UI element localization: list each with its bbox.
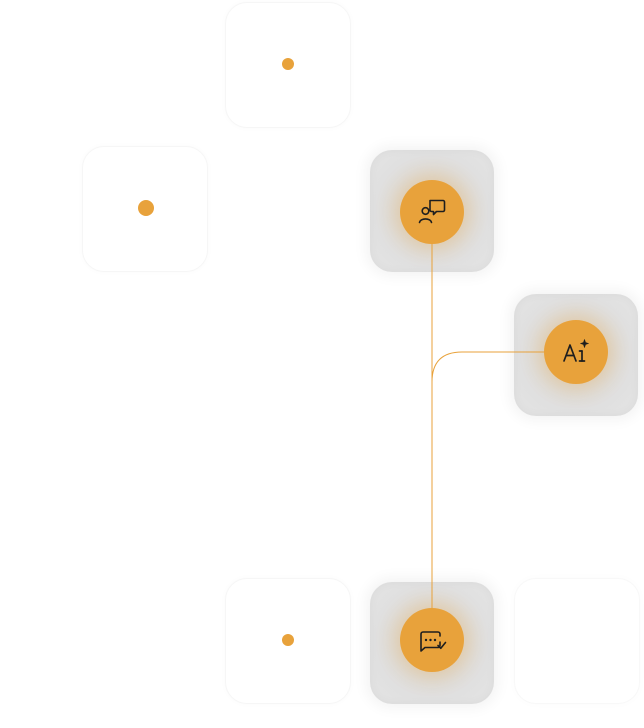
placeholder-dot-top (282, 58, 294, 70)
placeholder-tile-bottom-right (514, 578, 640, 704)
node-message-approved[interactable] (400, 608, 464, 672)
placeholder-dot-left (138, 200, 154, 216)
placeholder-dot-bottom (282, 634, 294, 646)
message-check-icon (420, 631, 447, 652)
node-conversation[interactable] (400, 180, 464, 244)
ai-sparkle-icon (563, 339, 589, 362)
user-chat-icon (418, 199, 446, 224)
node-ai[interactable] (544, 320, 608, 384)
